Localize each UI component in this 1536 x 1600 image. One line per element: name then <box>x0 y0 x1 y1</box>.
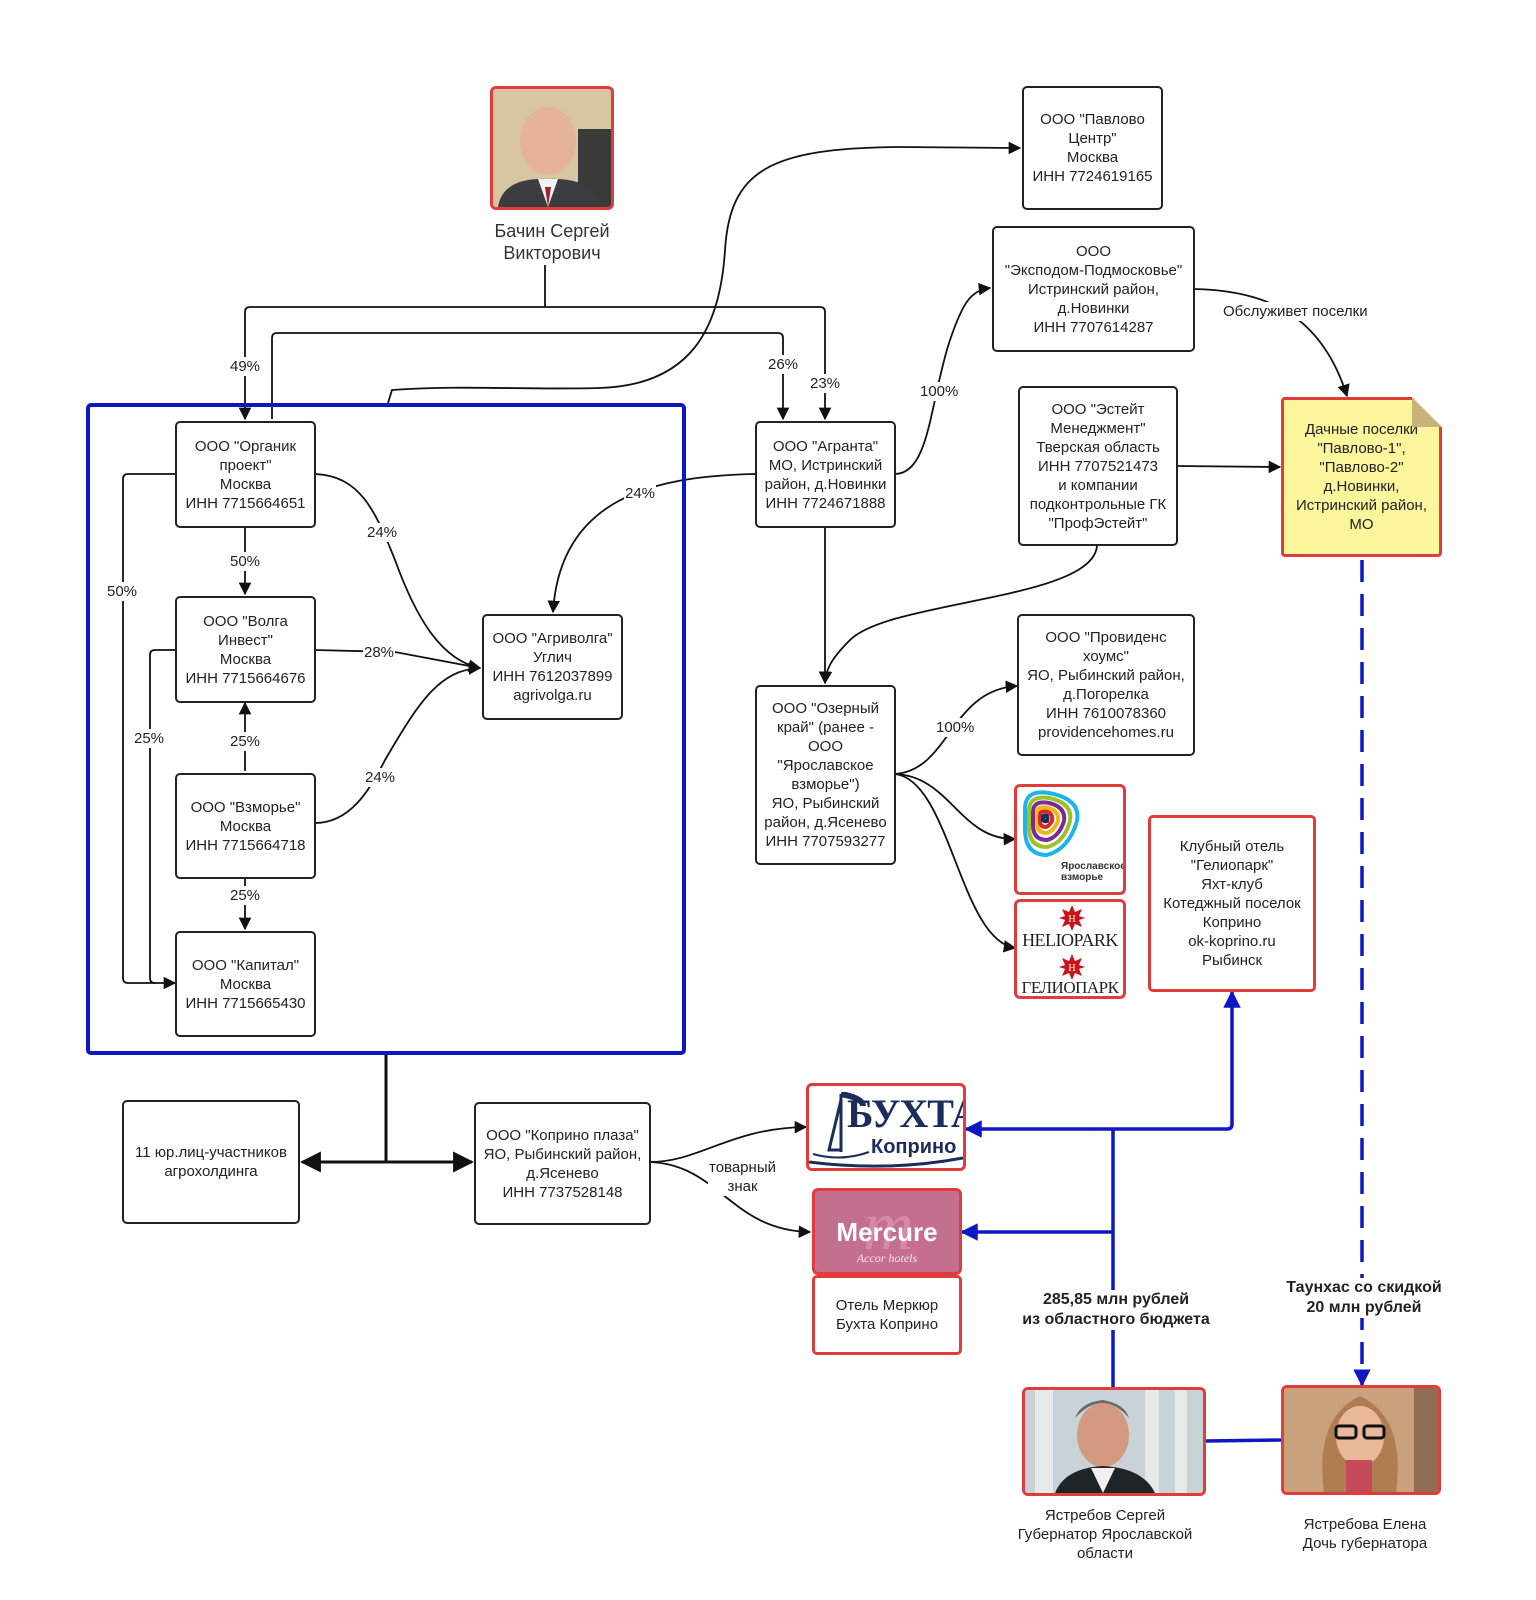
edge-group-pavlovo-centr <box>387 141 1022 404</box>
label-bachin-agranta-23: 23% <box>809 374 842 393</box>
edge-plaza-bukhta <box>649 1120 808 1163</box>
yastrebov-caption: Ястребов Сергей Губернатор Ярославской о… <box>1017 1507 1193 1562</box>
node-dachnye-poselki[interactable]: Дачные поселки "Павлово-1", "Павлово-2" … <box>1281 397 1442 557</box>
edge-esteit-ozerny <box>819 544 1098 685</box>
label-volga-agrivolga: 28% <box>363 643 396 662</box>
label-agranta-agrivolga: 24% <box>624 484 657 503</box>
heliopark-latin: HELIOPARK <box>1022 930 1118 950</box>
node-ekspodom[interactable]: ООО "Экспoдом-Подмосковье" Истринский ра… <box>992 226 1195 352</box>
label-agranta-ekspodom: 100% <box>919 382 960 401</box>
node-pavlovo-centr[interactable]: ООО "Павлово Центр" Москва ИНН 772461916… <box>1022 86 1163 210</box>
edge-bachin-agranta-23 <box>545 306 832 421</box>
edge-organik-agranta-26 <box>271 332 790 421</box>
bachin-photo <box>490 86 614 210</box>
edge-ozerny-yar-vzmorye <box>894 773 1017 846</box>
dachnye-poselki-text: Дачные поселки "Павлово-1", "Павлово-2" … <box>1295 421 1427 533</box>
logo-bukhta-koprino[interactable]: БУХТА Коприно <box>806 1083 966 1171</box>
label-bachin-organik: 49% <box>229 357 262 376</box>
edge-bachin-organik <box>238 306 545 421</box>
man-portrait-photo-icon <box>1025 1390 1203 1493</box>
logo-mercure[interactable]: m Mercure Accor hotels <box>812 1188 962 1275</box>
edge-funds-heliopark-club <box>1113 990 1241 1131</box>
woman-portrait-photo-icon <box>1284 1388 1438 1492</box>
label-organik-kapital: 50% <box>106 582 139 601</box>
node-kapital[interactable]: ООО "Капитал" Москва ИНН 7715665430 <box>175 931 316 1037</box>
edge-volga-kapital <box>149 649 175 984</box>
label-bachin-agranta-26: 26% <box>767 355 800 374</box>
yastrebov-photo <box>1022 1387 1206 1496</box>
node-providence-homes[interactable]: ООО "Провиденс хоумс" ЯО, Рыбинский райо… <box>1017 614 1195 756</box>
node-volga-invest[interactable]: ООО "Волга Инвест" Москва ИНН 7715664676 <box>175 596 316 703</box>
node-ozerny-krai[interactable]: ООО "Озерный край" (ранее - ООО "Ярослав… <box>755 685 896 865</box>
mercure-logo-title: Mercure <box>836 1217 938 1247</box>
yaroslavskoe-vzmorye-logo-icon <box>1023 790 1080 858</box>
svg-text:H: H <box>1068 963 1075 974</box>
label-trademark: товарный знак <box>708 1158 777 1196</box>
node-koprino-plaza[interactable]: ООО "Коприно плаза" ЯО, Рыбинский район,… <box>474 1102 651 1225</box>
edge-vzmorye-agrivolga <box>314 662 482 824</box>
edge-agranta-ekspodom <box>894 282 992 475</box>
node-mercure-hotel[interactable]: Отель Меркюр Бухта Коприно <box>812 1275 962 1355</box>
bachin-name: Бачин Сергей Викторович <box>494 221 610 263</box>
label-organik-volga: 50% <box>229 552 262 571</box>
sailboat-icon <box>812 1092 870 1159</box>
yastrebova-caption: Ястребова Елена Дочь губернатора <box>1302 1516 1428 1552</box>
node-organik-proekt[interactable]: ООО "Органик проект" Москва ИНН 77156646… <box>175 421 316 528</box>
edge-governor-daughter <box>1204 1438 1284 1443</box>
edge-ozerny-heliopark <box>894 773 1017 953</box>
heliopark-cyrillic: ГЕЛИОПАРК <box>1021 978 1119 997</box>
node-esteit[interactable]: ООО "Эстейт Менеджмент" Тверская область… <box>1018 386 1178 546</box>
label-ekspodom-dachnye: Обслуживет поселки <box>1222 302 1369 321</box>
wave-icon <box>809 1156 963 1168</box>
yar-vzmorye-logo-text: Ярославское взморье <box>1061 861 1126 883</box>
label-vzmorye-volga: 25% <box>229 732 262 751</box>
man-portrait-photo-icon <box>493 89 611 207</box>
yastrebova-photo <box>1281 1385 1441 1495</box>
node-agranta[interactable]: ООО "Агранта" МО, Истринский район, д.Но… <box>755 421 896 528</box>
edge-esteit-dachnye <box>1176 460 1282 474</box>
logo-yaroslavskoe-vzmorye[interactable]: Ярославское взморье <box>1014 784 1126 895</box>
label-ozerny-providence: 100% <box>935 718 976 737</box>
annotation-townhouse: Таунхас со скидкой 20 млн рублей <box>1268 1278 1460 1318</box>
edge-plaza-mercure <box>649 1161 812 1239</box>
mercure-m-icon: m <box>863 1188 914 1265</box>
logo-heliopark[interactable]: H HELIOPARK H ГЕЛИОПАРК <box>1014 899 1126 999</box>
node-agrivolga[interactable]: ООО "Агриволга" Углич ИНН 7612037899 agr… <box>482 614 623 720</box>
bukhta-logo-title: БУХТА <box>847 1091 966 1136</box>
node-agro-11[interactable]: 11 юр.лиц-участников агрохолдинга <box>122 1100 300 1224</box>
bukhta-logo-subtitle: Коприно <box>871 1136 957 1158</box>
edge-organik-kapital <box>122 473 177 990</box>
label-vzmorye-agrivolga: 24% <box>364 768 397 787</box>
svg-text:H: H <box>1068 914 1075 925</box>
heliopark-star-icon: H <box>1059 905 1085 931</box>
mercure-logo-subtitle: Accor hotels <box>856 1251 918 1265</box>
label-organik-agrivolga: 24% <box>366 523 399 542</box>
edge-agranta-agrivolga <box>547 473 756 614</box>
annotation-budget: 285,85 млн рублей из областного бюджета <box>1010 1290 1222 1330</box>
edge-organik-agrivolga <box>314 473 482 672</box>
label-vzmorye-kapital: 25% <box>229 886 262 905</box>
node-heliopark-club[interactable]: Клубный отель "Гелиопарк" Яхт-клуб Котед… <box>1148 815 1316 992</box>
node-vzmorye[interactable]: ООО "Взморье" Москва ИНН 7715664718 <box>175 773 316 879</box>
heliopark-star-icon: H <box>1059 954 1085 980</box>
agroholding-group-frame <box>86 403 686 1055</box>
label-volga-kapital: 25% <box>133 729 166 748</box>
